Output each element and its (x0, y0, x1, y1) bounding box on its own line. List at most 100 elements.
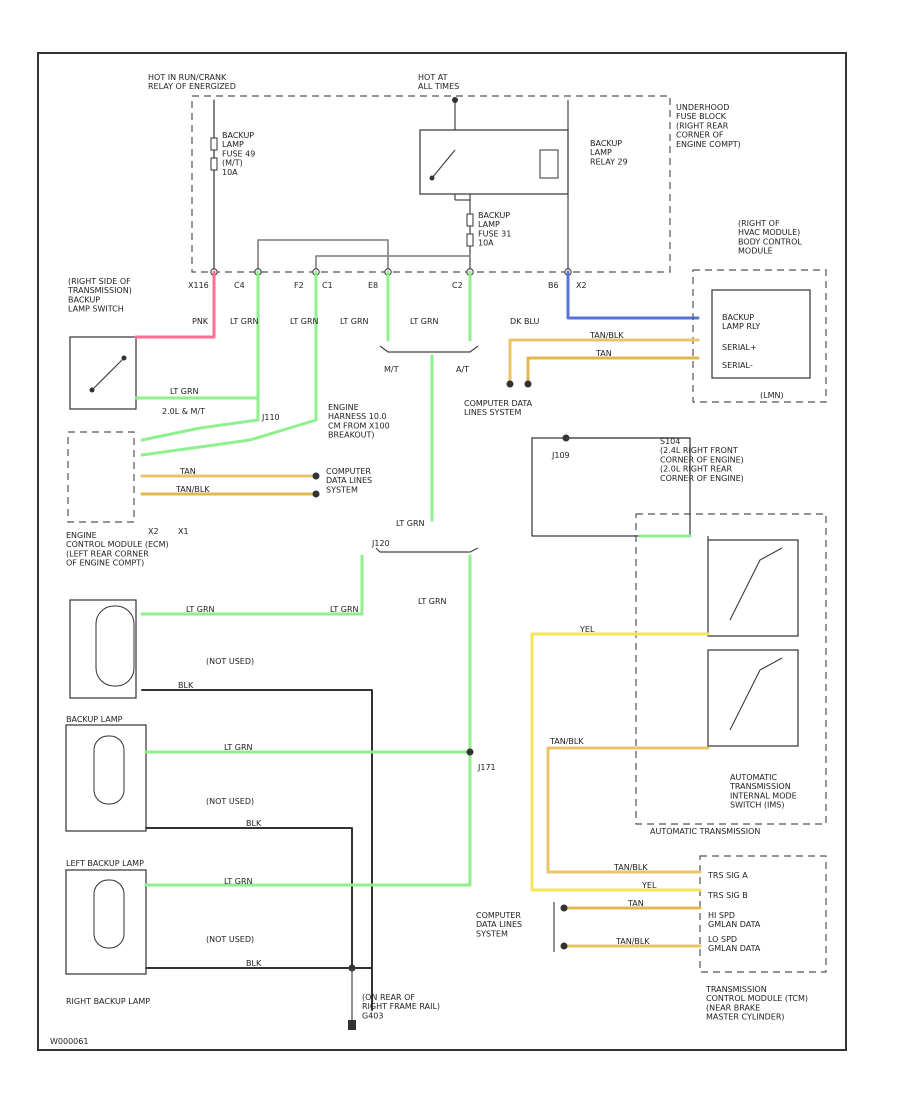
label-wire-lt-grn-ecm: LT GRN (186, 605, 215, 614)
s175-bracket (375, 547, 479, 553)
label-wire-lt-grn-4: LT GRN (410, 317, 439, 326)
bcm-outline (692, 269, 827, 403)
label-wire-blk-ecm: BLK (178, 681, 194, 690)
label-splice-j120: J120 (371, 539, 390, 548)
label-wire-tan-blk-tcm-a: TAN/BLK (613, 863, 648, 872)
label-diagram-code: W000061 (50, 1037, 88, 1046)
label-wire-tan-blk-at: TAN/BLK (549, 737, 584, 746)
switch-pivot (89, 387, 95, 393)
tcm-data-node-1 (560, 904, 568, 912)
label-splice-j110: J110 (261, 413, 280, 422)
switch-arm (91, 357, 125, 391)
bcm-data-node-1 (506, 380, 514, 388)
wire-tan-blk-bcm (508, 338, 700, 386)
label-wire-yel-tcm: YEL (641, 881, 657, 890)
label-bcm-serial1: SERIAL+ (722, 343, 757, 352)
label-wire-blk-backup: BLK (246, 819, 262, 828)
tcm-outline (699, 855, 827, 973)
label-left-backup-lamp: LEFT BACKUP LAMP (66, 859, 144, 868)
bcm-inner (711, 289, 811, 379)
label-conn-c2: C2 (452, 281, 463, 290)
label-wire-lt-grn-left: LT GRN (224, 877, 253, 886)
at-internal-switch-outline (635, 513, 827, 825)
ecm-outline-top (67, 431, 135, 523)
wire-yel-trs-b (530, 632, 710, 892)
label-wire-lt-grn-3: LT GRN (340, 317, 369, 326)
label-20l-mt: 2.0L & M/T (162, 407, 205, 416)
j171-node (466, 748, 474, 756)
wire-blk-ground-main (141, 689, 373, 1011)
label-conn-c1: C1 (322, 281, 333, 290)
j109-box (531, 437, 691, 537)
label-wire-lt-grn-2: LT GRN (290, 317, 319, 326)
label-wire-blk-left: BLK (246, 959, 262, 968)
wire-tan-bcm (526, 356, 700, 386)
label-wire-lt-grn-switch: LT GRN (170, 387, 199, 396)
label-wire-tan-blk-ecm: TAN/BLK (175, 485, 210, 494)
label-conn-f2: F2 (294, 281, 304, 290)
wire-blk-backup-lamp (145, 827, 353, 969)
label-wire-lt-grn-backup: LT GRN (224, 743, 253, 752)
label-conn-x2-ecm: X2 (148, 527, 159, 536)
label-bcm-name: (LMN) (760, 391, 784, 400)
label-wire-yel: YEL (579, 625, 595, 634)
hot-at-all-times-node (452, 97, 458, 103)
label-conn-e8: E8 (368, 281, 378, 290)
label-wire-lt-grn-ecm-2: LT GRN (330, 605, 359, 614)
mt-at-bracket (379, 345, 479, 353)
relay-contact-pivot (429, 175, 435, 181)
fuse-31-bottom-terminal (466, 233, 474, 247)
wire-dk-blu (566, 270, 700, 320)
label-not-used-1: (NOT USED) (206, 657, 254, 666)
ground-symbol (348, 1020, 356, 1030)
ecm-lamp-bulb (95, 605, 135, 687)
ecm-data-node-2 (312, 490, 320, 498)
label-wire-lt-grn-1: LT GRN (230, 317, 259, 326)
label-conn-c4: C4 (234, 281, 245, 290)
wire-tan-blk-trs-a (546, 746, 710, 874)
label-backup-lamp: BACKUP LAMP (66, 715, 123, 724)
label-conn-x1-ecm: X1 (178, 527, 189, 536)
fuse-31-top-terminal (466, 213, 474, 227)
label-wire-tan-tcm: TAN (627, 899, 644, 908)
diagram-frame (37, 52, 847, 1051)
switch-contact (121, 355, 127, 361)
backup-lamp-bulb (93, 735, 125, 805)
label-wire-tan-ecm: TAN (179, 467, 196, 476)
label-not-used-2: (NOT USED) (206, 797, 254, 806)
label-splice-j171: J171 (477, 763, 496, 772)
label-wire-tan-blk-tcm: TAN/BLK (615, 937, 650, 946)
wire-pnk (134, 270, 216, 339)
label-mt: M/T (384, 365, 399, 374)
ims-arm-2 (729, 657, 783, 731)
bus-f2-fuse31 (315, 255, 471, 273)
bcm-data-node-2 (524, 380, 532, 388)
wire-lt-grn-to-ecm1 (140, 396, 260, 442)
ecm-data-node-1 (312, 472, 320, 480)
underhood-fuse-block-outline (191, 95, 671, 273)
label-splice-j109: J109 (551, 451, 570, 460)
relay-coil (539, 149, 559, 179)
label-not-used-3: (NOT USED) (206, 935, 254, 944)
label-automatic-transmission: AUTOMATIC TRANSMISSION (650, 827, 760, 836)
label-wire-tan-bcm: TAN (595, 349, 612, 358)
ims-switch-1 (707, 539, 799, 637)
relay-contact-arm (431, 149, 456, 179)
wire-lt-grn-to-ecm2 (140, 270, 318, 457)
label-wire-lt-grn-j120: LT GRN (396, 519, 425, 528)
